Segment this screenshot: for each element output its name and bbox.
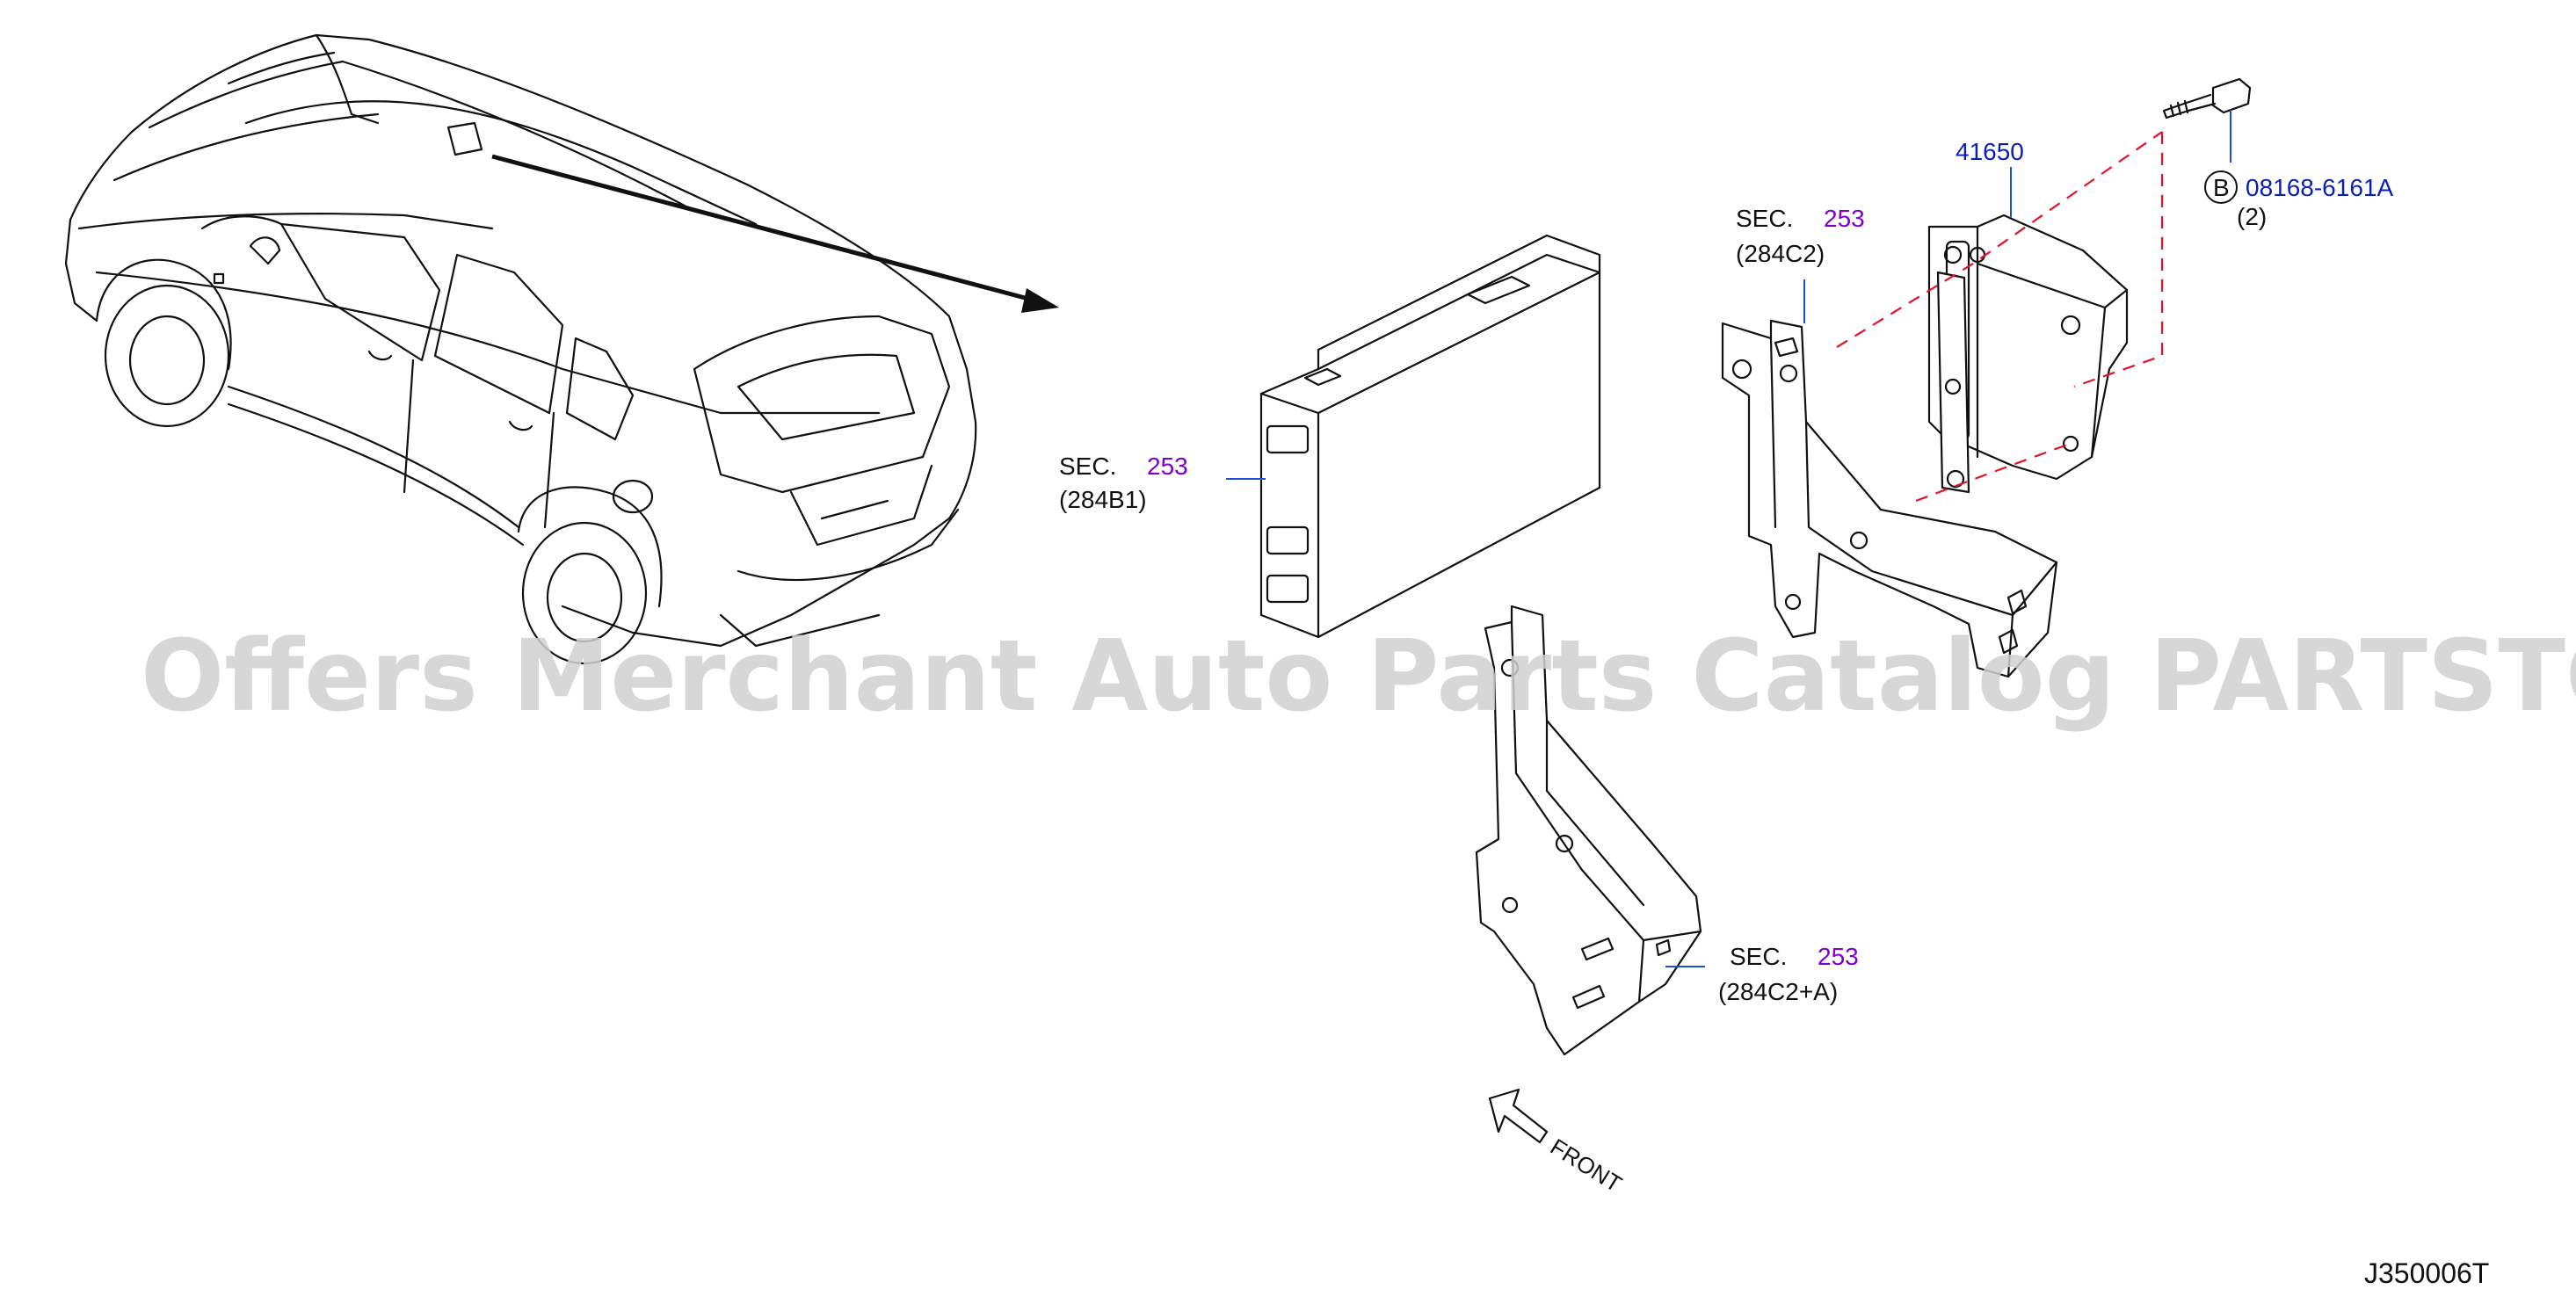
callout-284c2a-ref: (284C2+A) [1718,978,1838,1005]
leader-lines [1226,110,2231,967]
front-label: FRONT [1546,1134,1627,1198]
location-arrow [491,154,1059,313]
bolt-marker-circle [2204,170,2238,204]
callout-284b1-code[interactable]: 253 [1147,453,1188,480]
part-number-bolt[interactable]: 08168-6161A [2246,174,2393,201]
callout-284c2a: SEC. 253 (284C2+A) [1718,943,1859,1005]
callout-284c2-code[interactable]: 253 [1824,205,1865,232]
callout-284c2: SEC. 253 (284C2) [1736,205,1865,267]
callout-284b1-sec: SEC. [1059,453,1116,480]
callout-284c2-ref: (284C2) [1736,240,1825,267]
front-arrow [1488,1088,1549,1144]
module-41650 [1927,214,2129,494]
control-module-284b1 [1259,234,1601,639]
bolt-callout: B 08168-6161A (2) [2204,170,2393,230]
callout-284b1: SEC. 253 (284B1) [1059,453,1188,513]
bolt-quantity: (2) [2237,203,2267,230]
vehicle-illustration [64,33,977,665]
bracket-284c2a [1475,605,1702,1056]
callout-284b1-ref: (284B1) [1059,486,1147,513]
bolt-marker-letter: B [2213,174,2230,201]
callout-284c2a-code[interactable]: 253 [1818,943,1859,970]
assembly-guides [1836,131,2164,503]
callout-284c2a-sec: SEC. [1730,943,1787,970]
part-number-41650[interactable]: 41650 [1956,138,2024,165]
diagram-code: J350006T [2364,1257,2489,1289]
bolt-08168-6161a [2162,77,2252,120]
watermark: Offers Merchant Auto Parts Catalog PARTS… [141,619,2576,734]
callout-284c2-sec: SEC. [1736,205,1793,232]
bracket-284c2 [1721,319,2058,678]
